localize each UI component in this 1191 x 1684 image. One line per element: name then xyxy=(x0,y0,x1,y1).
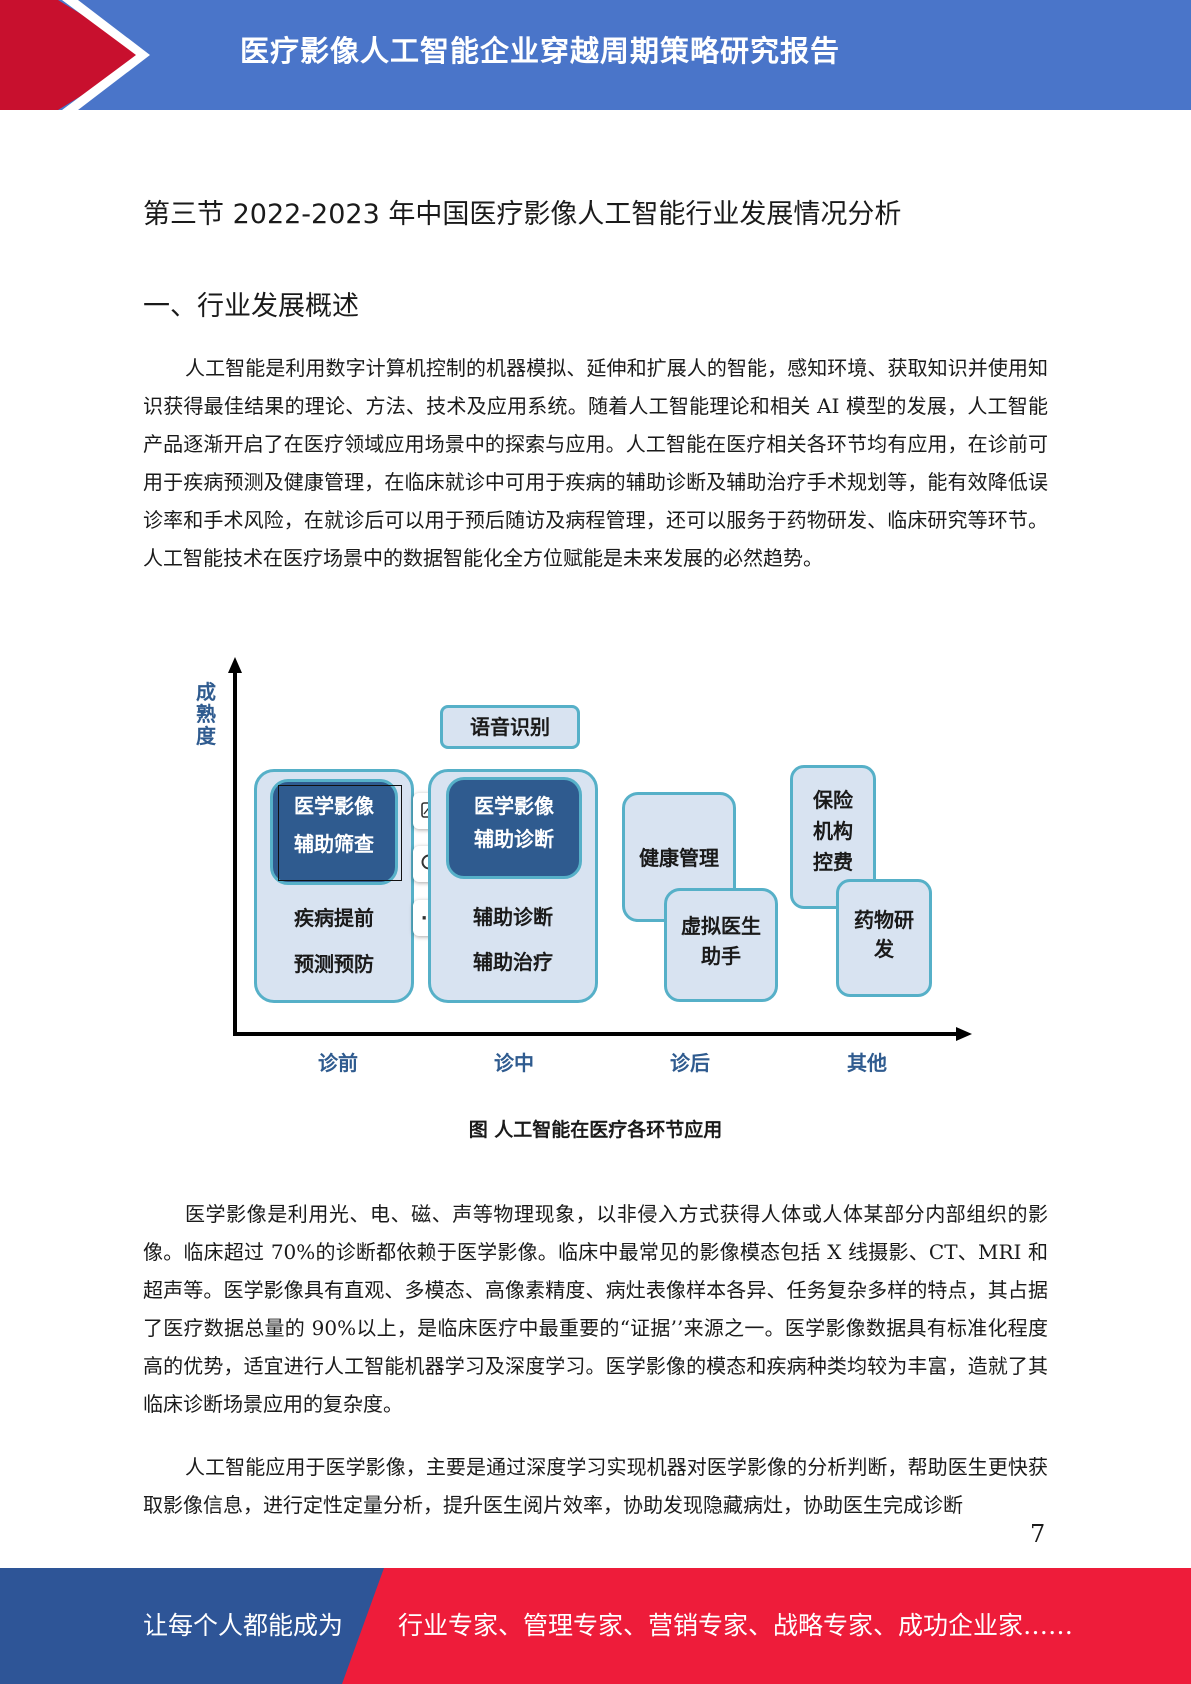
text-virtual-2: 助手 xyxy=(701,944,741,968)
selection-frame xyxy=(278,785,402,881)
text-prevention-2: 预测预防 xyxy=(294,952,374,976)
figure-caption: 图 人工智能在医疗各环节应用 xyxy=(468,1119,723,1141)
text-virtual-1: 虚拟医生 xyxy=(681,914,761,938)
text-insurance-1: 保险 xyxy=(813,788,853,812)
text-speech: 语音识别 xyxy=(470,715,550,739)
subsection-title: 一、行业发展概述 xyxy=(143,291,359,322)
box-diagnosis xyxy=(446,777,582,879)
text-prevention-1: 疾病提前 xyxy=(294,906,374,930)
text-health: 健康管理 xyxy=(639,846,719,870)
x-label-in: 诊中 xyxy=(494,1051,534,1075)
footer-slogan-left: 让每个人都能成为 xyxy=(143,1611,344,1640)
text-drug-2: 发 xyxy=(874,937,894,961)
text-assist-2: 辅助治疗 xyxy=(473,950,553,974)
text-assist-1: 辅助诊断 xyxy=(473,905,553,929)
x-label-other: 其他 xyxy=(847,1051,887,1075)
paragraph-2: 医学影像是利用光、电、磁、声等物理现象，以非侵入方式获得人体或人体某部分内部组织… xyxy=(143,1202,1048,1416)
header-red-chevron xyxy=(0,0,150,110)
text-drug-1: 药物研 xyxy=(854,908,914,932)
text-insurance-3: 控费 xyxy=(813,850,853,874)
text-screening-2: 辅助筛查 xyxy=(294,832,374,856)
page-footer: 让每个人都能成为 行业专家、管理专家、营销专家、战略专家、成功企业家…… xyxy=(0,1568,1191,1684)
box-speech xyxy=(440,705,580,749)
paragraph-1: 人工智能是利用数字计算机控制的机器模拟、延伸和扩展人的智能，感知环境、获取知识并… xyxy=(143,356,1048,570)
paragraph-3: 人工智能应用于医学影像，主要是通过深度学习实现机器对医学影像的分析判断，帮助医生… xyxy=(143,1455,1048,1517)
x-label-pre: 诊前 xyxy=(318,1051,358,1075)
text-screening-1: 医学影像 xyxy=(294,794,374,818)
text-diagnosis-2: 辅助诊断 xyxy=(474,827,554,851)
x-label-post: 诊后 xyxy=(670,1051,710,1075)
box-virtual xyxy=(664,888,778,1002)
y-axis-label: 成熟度 xyxy=(196,680,216,748)
text-diagnosis-1: 医学影像 xyxy=(474,794,554,818)
footer-background xyxy=(0,1568,1191,1684)
page-header: 医疗影像人工智能企业穿越周期策略研究报告 xyxy=(0,0,1191,110)
box-screening xyxy=(270,779,398,885)
box-drug xyxy=(836,879,932,997)
figure-ai-medical-stages: 成熟度 医学影像 辅助筛查 疾病提前 预测预防 ··· 语音识别 医学影像 辅助… xyxy=(190,655,980,1085)
footer-slogan-right: 行业专家、管理专家、营销专家、战略专家、成功企业家…… xyxy=(398,1611,1074,1640)
text-insurance-2: 机构 xyxy=(813,819,853,843)
page-number: 7 xyxy=(1030,1520,1046,1548)
section-title: 第三节 2022-2023 年中国医疗影像人工智能行业发展情况分析 xyxy=(143,199,902,230)
header-title: 医疗影像人工智能企业穿越周期策略研究报告 xyxy=(240,34,841,68)
figure-axes xyxy=(228,657,972,1041)
